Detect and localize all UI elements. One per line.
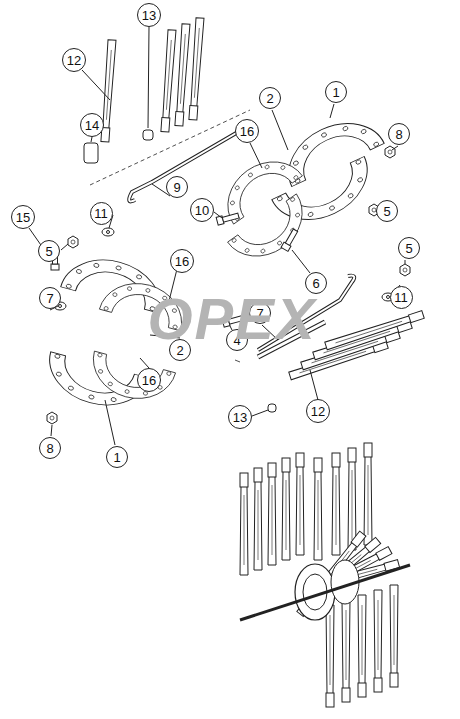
callout-number: 16 <box>137 368 161 392</box>
callout-number: 10 <box>190 198 214 222</box>
callout-number: 2 <box>259 87 281 109</box>
callout-text: 16 <box>240 125 254 138</box>
callout-number: 12 <box>62 48 86 72</box>
callout-text: 9 <box>173 181 180 194</box>
callout-text: 13 <box>233 411 247 424</box>
callout-number: 1 <box>325 81 347 103</box>
callout-number: 1 <box>106 446 128 468</box>
callout-text: 13 <box>142 9 156 22</box>
callout-text: 16 <box>142 374 156 387</box>
watermark: OPEX <box>147 285 316 352</box>
callout-number: 7 <box>39 287 61 309</box>
callout-text: 12 <box>311 405 325 418</box>
callout-text: 15 <box>16 211 30 224</box>
callout-text: 5 <box>383 205 390 218</box>
callout-number: 8 <box>39 437 61 459</box>
callout-text: 7 <box>46 292 53 305</box>
callout-number: 11 <box>90 202 113 225</box>
callout-number: 9 <box>166 176 188 198</box>
callout-number: 15 <box>11 205 35 229</box>
callout-text: 1 <box>113 451 120 464</box>
callout-text: 2 <box>266 92 273 105</box>
callout-text: 11 <box>394 291 408 304</box>
callout-text: 5 <box>45 245 52 258</box>
callout-number: 5 <box>38 240 60 262</box>
callout-number: 5 <box>398 237 420 259</box>
callout-number: 8 <box>388 123 410 145</box>
callout-text: 5 <box>405 242 412 255</box>
callout-number: 16 <box>235 119 259 143</box>
callout-number: 13 <box>137 3 161 27</box>
callout-number: 12 <box>306 399 330 423</box>
callout-number: 13 <box>228 405 252 429</box>
callout-number: 16 <box>170 249 194 273</box>
callout-number: 11 <box>390 286 413 309</box>
callout-number: 5 <box>376 200 398 222</box>
callout-text: 14 <box>85 119 99 132</box>
callout-text: 11 <box>94 207 108 220</box>
callout-number: 14 <box>80 113 104 137</box>
callout-text: 16 <box>175 255 189 268</box>
callout-text: 12 <box>67 54 81 67</box>
callout-text: 1 <box>332 86 339 99</box>
callout-text: 10 <box>195 204 209 217</box>
callout-text: 8 <box>395 128 402 141</box>
callout-text: 8 <box>46 442 53 455</box>
